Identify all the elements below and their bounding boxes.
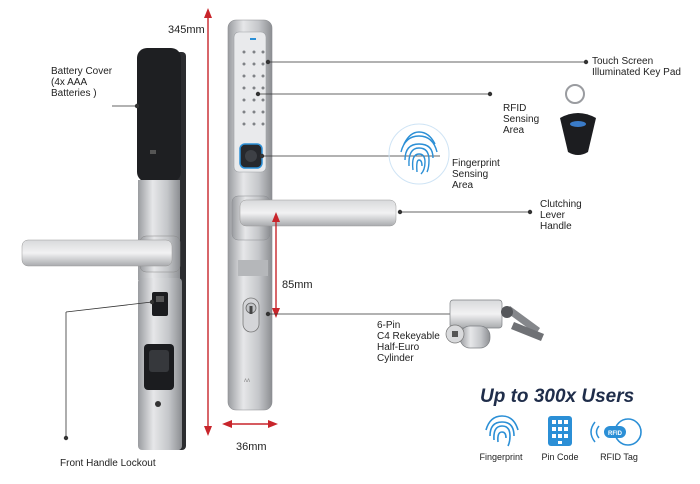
rear-lever-handle (21, 239, 173, 267)
dimension-width-label: 36mm (236, 441, 267, 453)
svg-text:ʌʌ: ʌʌ (244, 378, 250, 384)
rfid-fob-illustration (560, 84, 596, 155)
dimension-spindle-label: 85mm (282, 279, 313, 291)
handle-lockout-switch (152, 292, 168, 316)
fingerprint-icon (485, 415, 519, 447)
cylinder-illustration (445, 299, 544, 349)
callout-cylinder: 6-Pin C4 Rekeyable Half-Euro Cylinder (377, 320, 440, 364)
rfid-tag-icon: RFID (590, 418, 642, 446)
battery-cover (137, 48, 181, 182)
callout-fingerprint-sensing: Fingerprint Sensing Area (452, 158, 500, 191)
feature-label-fingerprint: Fingerprint (479, 452, 523, 462)
front-lever-handle (239, 199, 397, 227)
callout-front-handle-lockout: Front Handle Lockout (60, 458, 156, 469)
callout-battery-cover: Battery Cover (4x AAA Batteries ) (51, 66, 113, 99)
users-panel-title: Up to 300x Users (480, 386, 635, 407)
keypad-icon (548, 416, 572, 446)
rear-lock-body (21, 48, 186, 450)
callout-touch-screen: Touch Screen Illuminated Key Pad (592, 56, 681, 78)
front-lock-body: ʌʌ (227, 19, 397, 411)
feature-label-rfid-tag: RFID Tag (600, 452, 638, 462)
dimension-height-label: 345mm (168, 24, 205, 36)
rfid-icon-text: RFID (608, 431, 623, 437)
callout-rfid-sensing: RFID Sensing Area (503, 103, 540, 136)
fingerprint-graphic (388, 123, 450, 185)
dimension-arrows (204, 8, 280, 436)
leader-lines (63, 59, 589, 441)
feature-label-pin-code: Pin Code (541, 452, 579, 462)
callout-clutching-lever: Clutching Lever Handle (540, 199, 582, 232)
